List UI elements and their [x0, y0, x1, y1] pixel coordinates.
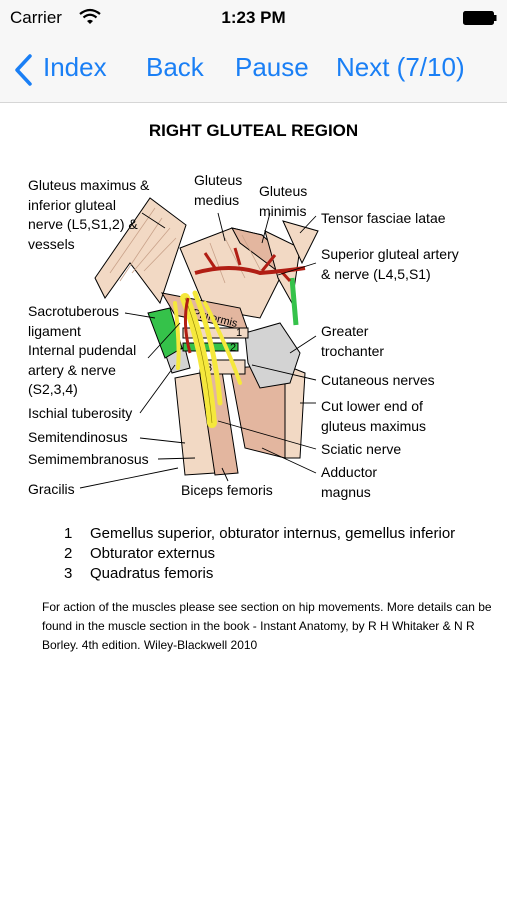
marker-1: 1 [236, 327, 242, 339]
label-ischial-tuberosity: Ischial tuberosity [28, 405, 133, 421]
navigation-bar: Index Back Pause Next (7/10) [0, 36, 507, 103]
label-gluteus-maximus: Gluteus maximus & inferior gluteal nerve… [28, 177, 150, 252]
chevron-left-icon[interactable] [13, 54, 33, 91]
label-internal-pudendal: Internal pudendal artery & nerve (S2,3,4… [28, 342, 137, 397]
page-title: RIGHT GLUTEAL REGION [148, 121, 359, 140]
label-semimembranosus: Semimembranosus [28, 451, 149, 467]
gluteal-illustration: Piriformis 1 2 3 [79, 197, 319, 489]
index-button[interactable]: Index [43, 52, 107, 82]
label-adductor-magnus: Adductor magnus [321, 464, 378, 500]
label-superior-gluteal: Superior gluteal artery & nerve (L4,5,S1… [321, 246, 459, 282]
label-cutaneous-nerves: Cutaneous nerves [321, 372, 435, 388]
battery-icon [463, 10, 497, 25]
label-semitendinosus: Semitendinosus [28, 429, 128, 445]
label-tensor-fasciae-latae: Tensor fasciae latae [321, 210, 446, 226]
marker-2: 2 [230, 342, 236, 354]
label-gracilis: Gracilis [28, 481, 75, 497]
status-bar: Carrier 1:23 PM [0, 0, 507, 36]
next-button[interactable]: Next (7/10) [336, 52, 465, 82]
wifi-icon [79, 8, 101, 29]
clock: 1:23 PM [221, 8, 286, 27]
label-cut-lower-end: Cut lower end of gluteus maximus [321, 398, 427, 434]
footnote: For action of the muscles please see sec… [42, 600, 492, 652]
label-sacrotuberous: Sacrotuberous ligament [28, 303, 120, 339]
content-area: RIGHT GLUTEAL REGION Piriformis 1 2 [0, 103, 507, 900]
label-greater-trochanter: Greater trochanter [321, 323, 385, 359]
label-biceps-femoris: Biceps femoris [181, 482, 273, 498]
pause-button[interactable]: Pause [235, 52, 309, 82]
carrier-label: Carrier [10, 8, 62, 27]
label-sciatic-nerve: Sciatic nerve [321, 441, 402, 457]
label-gluteus-minimis: Gluteus minimis [259, 183, 308, 219]
label-gluteus-medius: Gluteus medius [194, 172, 243, 208]
back-button[interactable]: Back [146, 52, 204, 82]
